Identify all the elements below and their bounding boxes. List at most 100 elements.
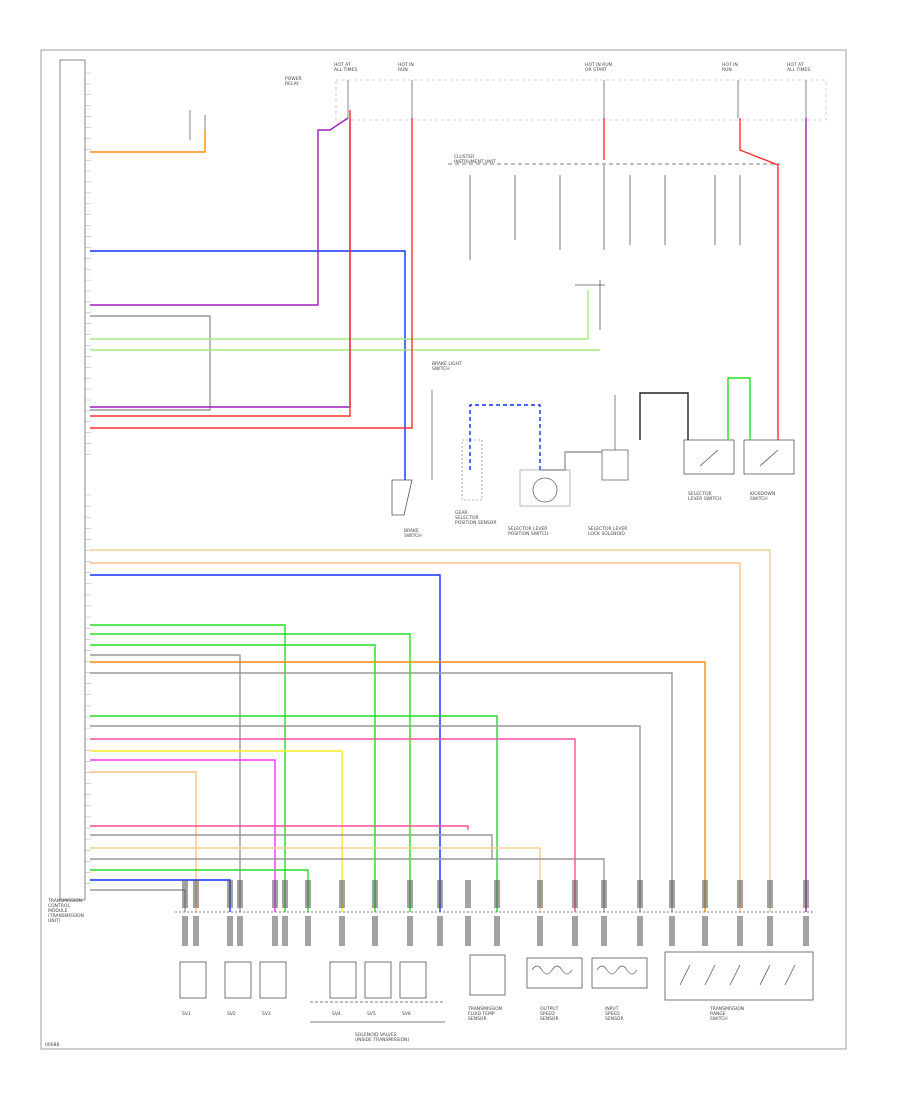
wire-pink (90, 825, 469, 830)
connector-pin-top (272, 880, 278, 908)
connector-pin-top (737, 880, 743, 908)
wire-gray (90, 654, 241, 912)
wire-purple (90, 117, 349, 306)
connector-pin-top (572, 880, 578, 908)
connector-pin-bottom (227, 916, 233, 946)
gear-selector-sensor (461, 439, 483, 501)
wire-green (90, 715, 498, 912)
connector-pin-top (465, 880, 471, 908)
solenoid-coil (399, 961, 427, 999)
wire-blue (469, 404, 541, 470)
solenoid-label: SV6 (402, 1011, 411, 1017)
solenoid-label: SV5 (367, 1011, 376, 1017)
wire-peach (90, 771, 197, 912)
diagram-frame (40, 49, 847, 1050)
selector-position-switch (519, 469, 571, 507)
solenoid-coil (259, 961, 287, 999)
connector-pin-bottom (494, 916, 500, 946)
wire-gray (90, 858, 605, 912)
connector-pin-bottom (803, 916, 809, 946)
connector-pin-top (669, 880, 675, 908)
wire-peach (90, 562, 741, 912)
connector-pin-bottom (767, 916, 773, 946)
wire-orange (90, 130, 206, 153)
input-speed-sensor (591, 957, 648, 989)
connector-pin-bottom (272, 916, 278, 946)
connector-pin-bottom (407, 916, 413, 946)
connector-pin-bottom (601, 916, 607, 946)
connector-pin-top (372, 880, 378, 908)
connector-pin-top (227, 880, 233, 908)
ecu-pin-column (85, 72, 91, 884)
connector-pin-bottom (237, 916, 243, 946)
connector-pin-top (237, 880, 243, 908)
range-switch (664, 951, 814, 1001)
connector-pin-top (407, 880, 413, 908)
connector-pin-top (601, 880, 607, 908)
wire-gray (540, 451, 602, 471)
kickdown-switch (743, 439, 795, 475)
wire-yellow (90, 750, 343, 912)
connector-pin-bottom (572, 916, 578, 946)
wire-orange (90, 661, 706, 912)
connector-pin-bottom (465, 916, 471, 946)
solenoid-label: SV1 (182, 1011, 191, 1017)
connector-pin-bottom (282, 916, 288, 946)
connector-pin-bottom (193, 916, 199, 946)
connector-pin-top (437, 880, 443, 908)
wire-blue (90, 250, 406, 480)
wire-red (90, 118, 413, 429)
wire-purple (90, 118, 351, 408)
wire-lightgreen (90, 290, 589, 340)
bottom-label-solenoids: SOLENOID VALVES(INSIDE TRANSMISSION) (355, 1032, 410, 1043)
wire-blue (90, 574, 441, 912)
wire-red (739, 118, 779, 440)
connector-pin-top (182, 880, 188, 908)
connector-pin-bottom (537, 916, 543, 946)
connector-pin-bottom (182, 916, 188, 946)
connector-pin-top (537, 880, 543, 908)
wire-black (639, 392, 689, 440)
solenoid-label: SV4 (332, 1011, 341, 1017)
solenoid-coil (329, 961, 357, 999)
connector-pin-top (282, 880, 288, 908)
wire-gray (90, 834, 493, 860)
lock-solenoid (601, 395, 629, 481)
wire-gray (90, 889, 186, 912)
solenoid-label: SV3 (262, 1011, 271, 1017)
wire-green (727, 377, 751, 440)
connector-pin-bottom (702, 916, 708, 946)
footer-code: 00088 (45, 1042, 59, 1048)
solenoid-coil (179, 961, 207, 999)
output-speed-sensor (526, 957, 583, 989)
bottom-connector-row (175, 880, 815, 946)
connector-pin-bottom (372, 916, 378, 946)
connector-pin-bottom (737, 916, 743, 946)
wire-red (90, 110, 351, 417)
wire-green (90, 644, 376, 912)
fluid-temp-sensor (469, 954, 506, 996)
connector-pin-bottom (339, 916, 345, 946)
wire-blue (90, 879, 231, 912)
